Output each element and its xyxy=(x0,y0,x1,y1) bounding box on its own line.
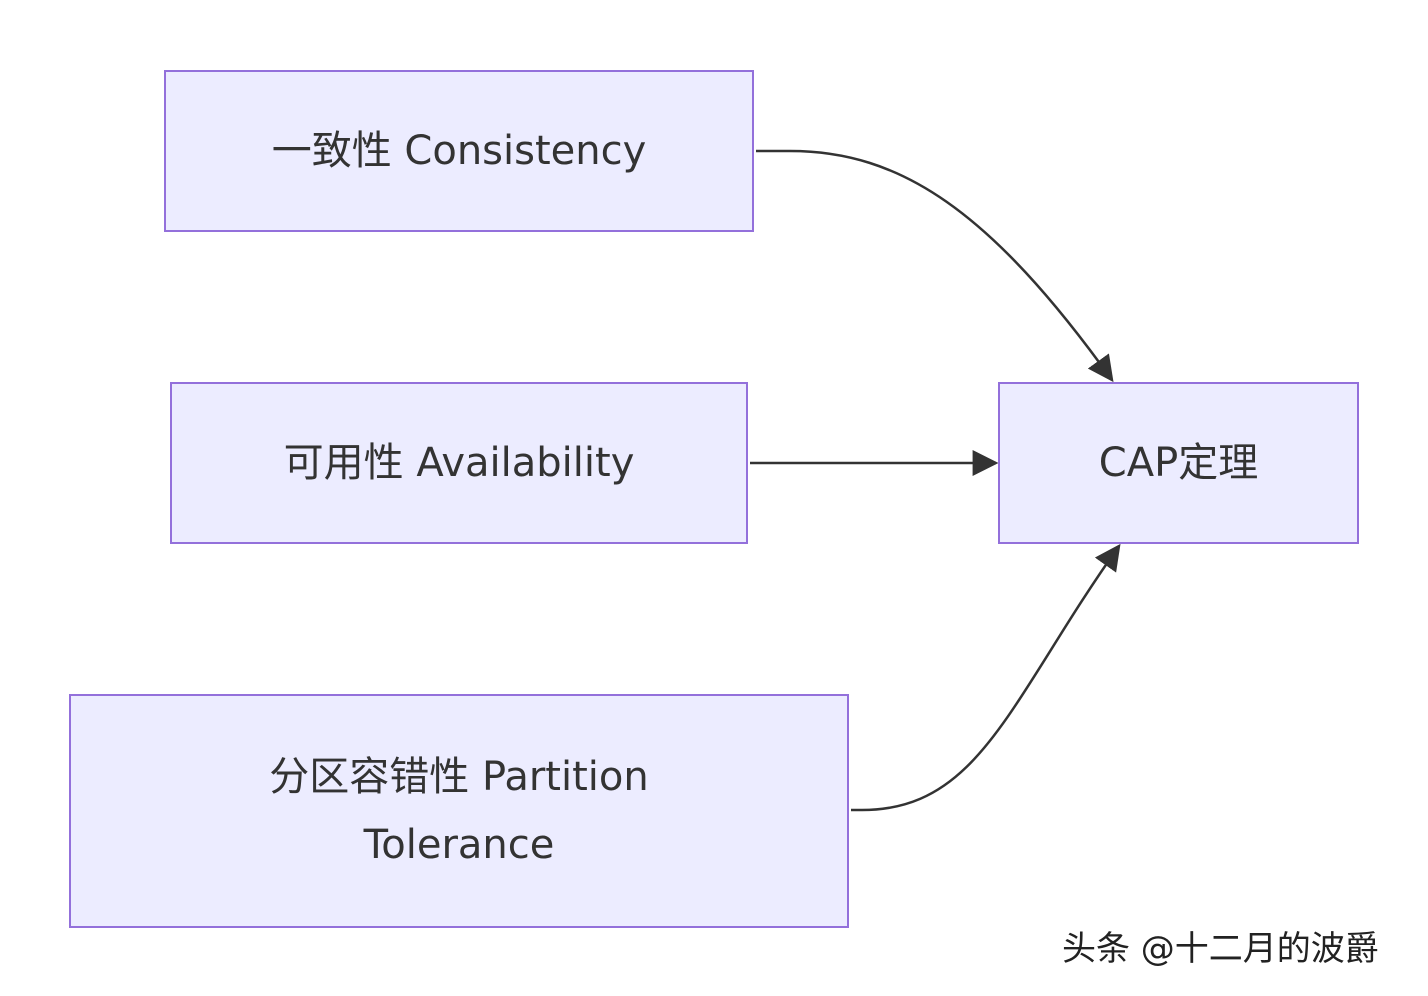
node-partition-tolerance: 分区容错性 Partition Tolerance xyxy=(69,694,849,928)
node-cap-theorem: CAP定理 xyxy=(998,382,1359,544)
edge-consistency-to-cap xyxy=(756,149,1114,383)
source-watermark: 头条 @十二月的波爵 xyxy=(1062,929,1379,969)
node-consistency-label: 一致性 Consistency xyxy=(271,128,647,174)
node-cap-theorem-label: CAP定理 xyxy=(1098,440,1259,486)
node-consistency: 一致性 Consistency xyxy=(164,70,754,232)
node-partition-tolerance-label: 分区容错性 Partition Tolerance xyxy=(269,754,649,868)
node-availability: 可用性 Availability xyxy=(170,382,748,544)
node-availability-label: 可用性 Availability xyxy=(283,440,635,486)
edge-partition-to-cap xyxy=(851,543,1121,812)
